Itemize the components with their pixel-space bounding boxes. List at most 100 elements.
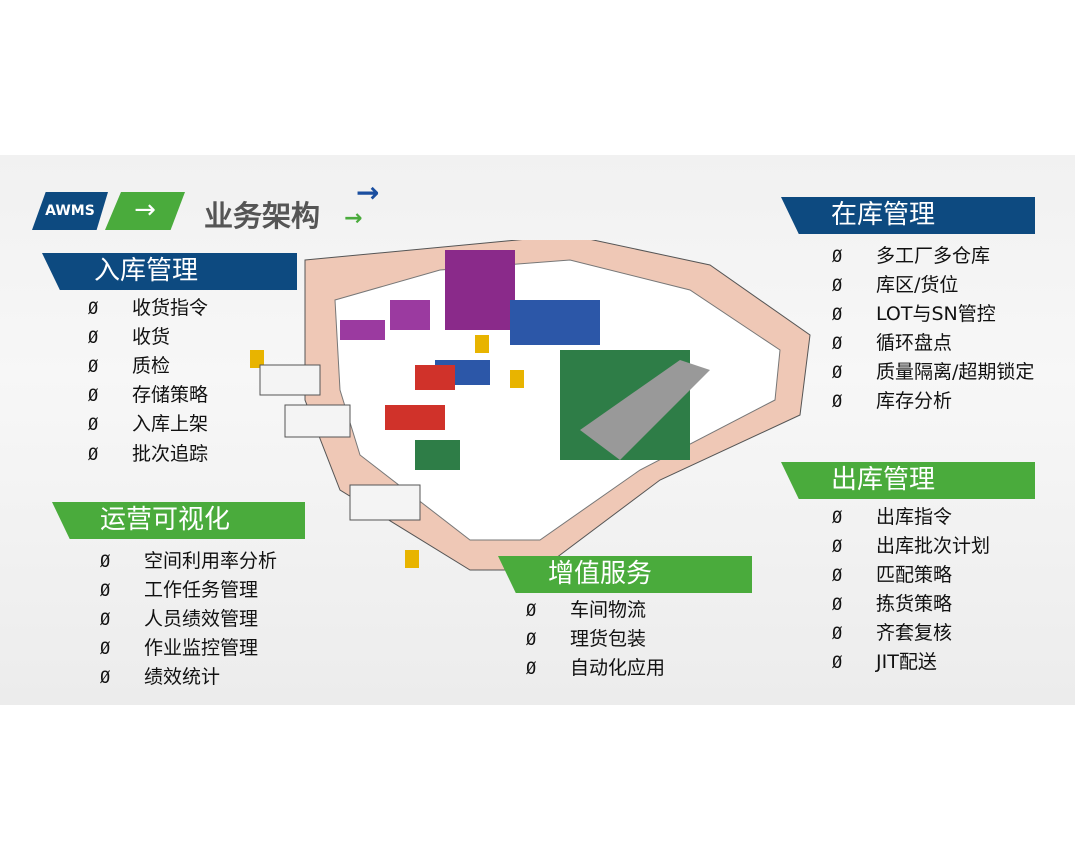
list-item: Ø 库存分析 [832, 386, 952, 413]
page-title: 业务架构 [204, 199, 321, 233]
item-label: 质量隔离/超期锁定 [876, 361, 1035, 383]
arrow-right-icon: → [356, 176, 380, 209]
bullet-icon: Ø [832, 537, 843, 557]
item-label: 收货 [132, 326, 171, 348]
bullet-icon: Ø [526, 659, 537, 679]
bullet-icon: Ø [100, 668, 111, 688]
rack-purple [340, 320, 385, 340]
inventory-title: 在库管理 [831, 200, 936, 230]
list-item: Ø 工作任务管理 [100, 575, 258, 602]
outbound-title: 出库管理 [831, 465, 936, 495]
forklift [405, 550, 419, 568]
arrow-right-icon: → [134, 195, 156, 225]
truck [349, 484, 421, 521]
rack-purple [390, 300, 430, 330]
list-item: Ø 自动化应用 [526, 653, 665, 680]
list-item: Ø 匹配策略 [832, 560, 952, 587]
item-label: 车间物流 [570, 599, 647, 621]
outbound-banner: 出库管理 [781, 462, 1035, 499]
bullet-icon: Ø [832, 392, 843, 412]
item-label: 自动化应用 [570, 657, 666, 679]
list-item: Ø JIT配送 [832, 647, 937, 674]
bullet-icon: Ø [526, 601, 537, 621]
bullet-icon: Ø [100, 639, 111, 659]
item-label: 批次追踪 [132, 443, 209, 465]
bullet-icon: Ø [832, 247, 843, 267]
list-item: Ø 入库上架 [88, 409, 208, 436]
list-item: Ø 车间物流 [526, 595, 646, 622]
bullet-icon: Ø [832, 624, 843, 644]
rack-red [385, 405, 445, 430]
item-label: 出库批次计划 [876, 535, 991, 557]
item-label: 收货指令 [132, 297, 209, 319]
bullet-icon: Ø [88, 415, 99, 435]
bullet-icon: Ø [88, 328, 99, 348]
bullet-icon: Ø [88, 299, 99, 319]
rack-purple [445, 250, 515, 330]
warehouse-illustration [250, 240, 811, 571]
list-item: Ø 收货 [88, 322, 170, 349]
logo-badge: AWMS [32, 192, 108, 230]
bullet-icon: Ø [832, 508, 843, 528]
bullet-icon: Ø [832, 305, 843, 325]
rack-green [415, 440, 460, 470]
item-label: 作业监控管理 [144, 637, 259, 659]
bullet-icon: Ø [88, 445, 99, 465]
list-item: Ø 作业监控管理 [100, 633, 258, 660]
list-item: Ø 人员绩效管理 [100, 604, 258, 631]
value-title: 增值服务 [548, 559, 653, 589]
list-item: Ø 收货指令 [88, 293, 208, 320]
list-item: Ø 拣货策略 [832, 589, 952, 616]
list-item: Ø 循环盘点 [832, 328, 952, 355]
inbound-banner: 入库管理 [42, 253, 297, 290]
visual-title: 运营可视化 [100, 505, 231, 535]
list-item: Ø 出库批次计划 [832, 531, 990, 558]
item-label: 齐套复核 [876, 622, 953, 644]
item-label: 库区/货位 [876, 274, 959, 296]
rack-red [415, 365, 455, 390]
item-label: 匹配策略 [876, 564, 953, 586]
item-label: 人员绩效管理 [144, 608, 259, 630]
forklift [475, 335, 489, 353]
bullet-icon: Ø [832, 363, 843, 383]
list-item: Ø 出库指令 [832, 502, 952, 529]
bullet-icon: Ø [526, 630, 537, 650]
bullet-icon: Ø [100, 552, 111, 572]
item-label: 存储策略 [132, 384, 209, 406]
arrow-right-icon: → [344, 206, 363, 231]
item-label: 绩效统计 [144, 666, 221, 688]
forklift [250, 350, 264, 368]
visual-banner: 运营可视化 [52, 502, 305, 539]
item-label: 理货包装 [570, 628, 647, 650]
arrow-badge: → [105, 192, 185, 230]
list-item: Ø 质检 [88, 351, 170, 378]
bullet-icon: Ø [88, 357, 99, 377]
item-label: JIT配送 [876, 651, 937, 673]
item-label: 空间利用率分析 [144, 550, 278, 572]
list-item: Ø 空间利用率分析 [100, 546, 277, 573]
logo-text: AWMS [45, 203, 95, 219]
truck [259, 364, 321, 396]
forklift [510, 370, 524, 388]
item-label: 质检 [132, 355, 171, 377]
item-label: 入库上架 [132, 413, 209, 435]
item-label: 库存分析 [876, 390, 953, 412]
list-item: Ø 批次追踪 [88, 439, 208, 466]
item-label: 工作任务管理 [144, 579, 259, 601]
bullet-icon: Ø [832, 595, 843, 615]
item-label: 拣货策略 [876, 593, 953, 615]
rack-blue [510, 300, 600, 345]
bullet-icon: Ø [832, 653, 843, 673]
bullet-icon: Ø [832, 334, 843, 354]
list-item: Ø 齐套复核 [832, 618, 952, 645]
item-label: 出库指令 [876, 506, 953, 528]
item-label: 循环盘点 [876, 332, 953, 354]
bullet-icon: Ø [100, 581, 111, 601]
item-label: LOT与SN管控 [876, 303, 996, 325]
bullet-icon: Ø [100, 610, 111, 630]
list-item: Ø LOT与SN管控 [832, 299, 996, 326]
bullet-icon: Ø [832, 566, 843, 586]
